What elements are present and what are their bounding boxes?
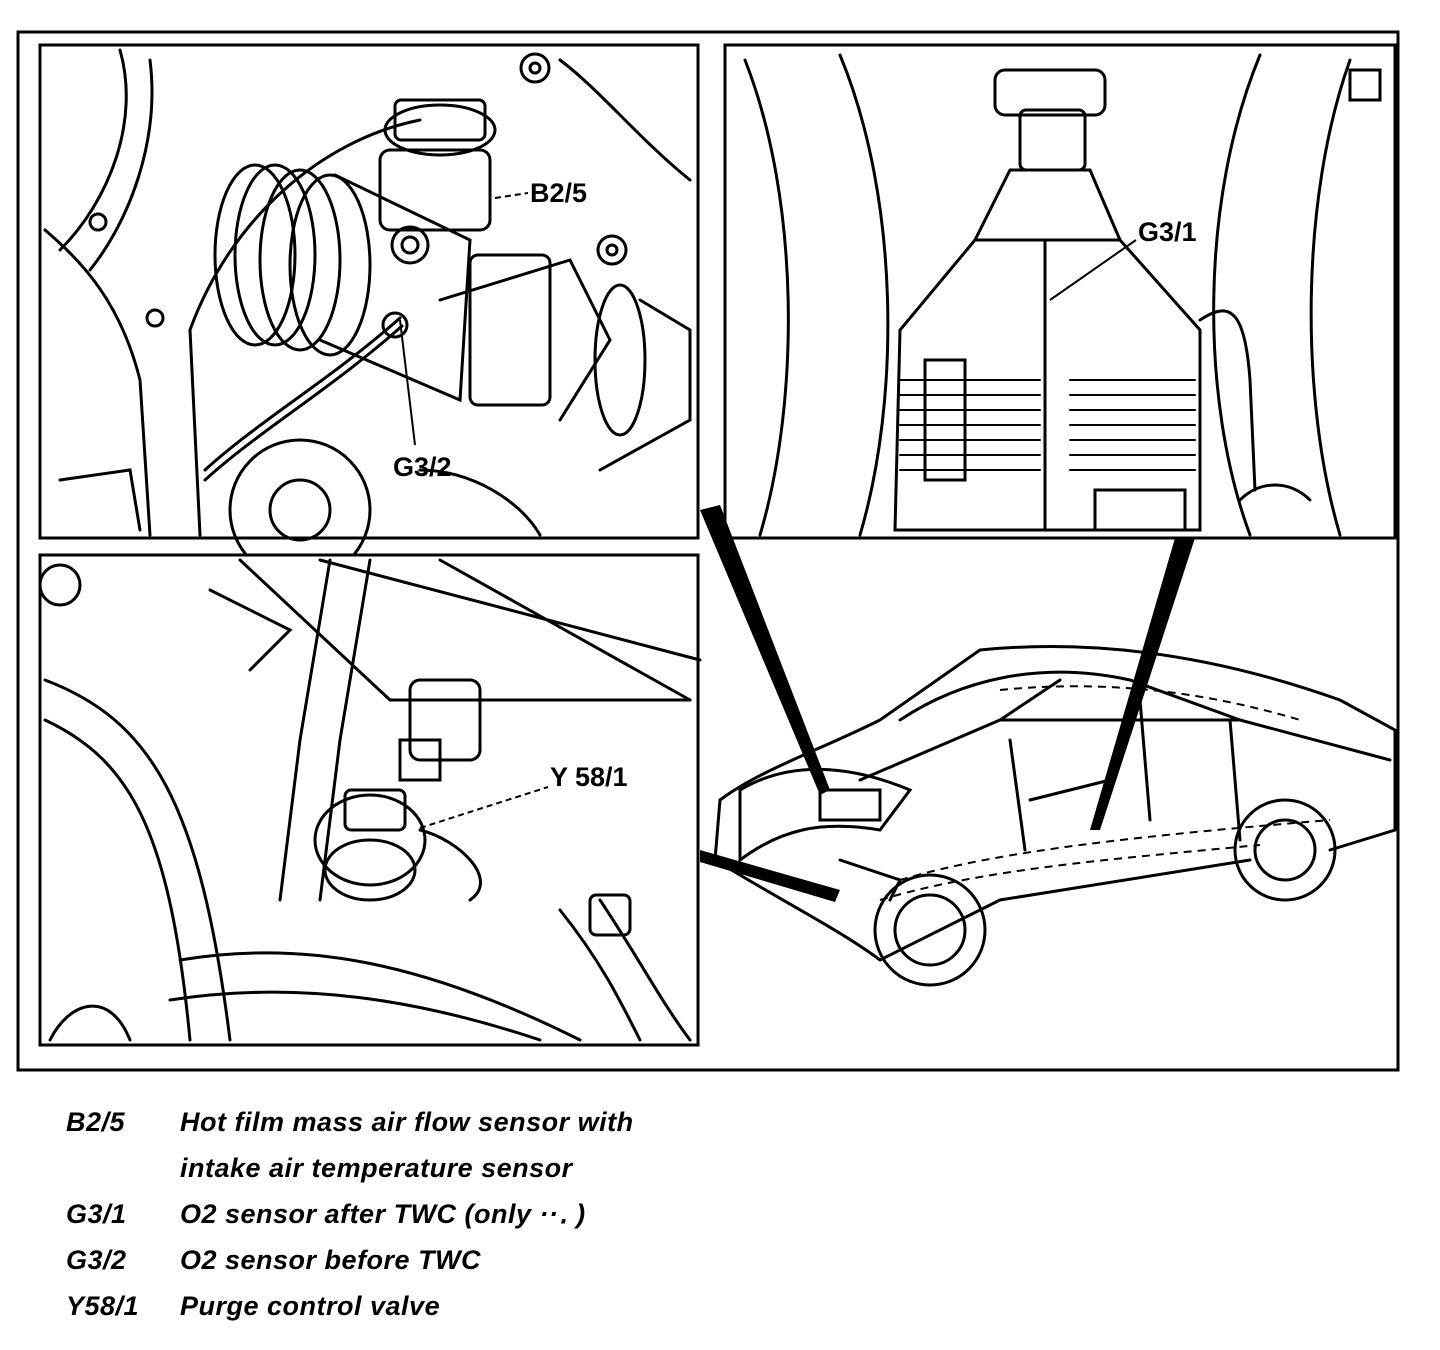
legend-row-g31: G3/1 O2 sensor after TWC (only ··․ )	[66, 1199, 966, 1246]
legend-description-line: Purge control valve	[180, 1291, 441, 1321]
legend-description: Purge control valve	[180, 1283, 440, 1329]
legend-code: G3/1	[66, 1199, 127, 1229]
legend-description-line: O2 sensor after TWC (only ··․ )	[180, 1199, 586, 1229]
callout-b25: B2/5	[530, 178, 587, 208]
legend-code: Y58/1	[66, 1291, 140, 1321]
outer-frame	[16, 30, 1400, 1072]
legend-description: Hot film mass air flow sensor with intak…	[180, 1099, 634, 1191]
panel-maf-sensor: B2/5 G3/2	[38, 43, 700, 582]
panel-catalytic-converter: G3/1	[723, 43, 1397, 540]
panel-purge-valve: Y 58/1	[38, 553, 702, 1047]
legend-description: O2 sensor before TWC	[180, 1237, 481, 1283]
legend-row-g32: G3/2 O2 sensor before TWC	[66, 1245, 966, 1292]
legend-description-line: intake air temperature sensor	[180, 1153, 573, 1183]
component-location-diagram: B2/5 G3/2	[16, 30, 1400, 1072]
car-overview	[700, 505, 1397, 987]
legend-description-line: Hot film mass air flow sensor with	[180, 1107, 634, 1137]
legend-code: B2/5	[66, 1107, 126, 1137]
legend-description: O2 sensor after TWC (only ··․ )	[180, 1191, 586, 1237]
legend-row-b25: B2/5 Hot film mass air flow sensor with …	[66, 1107, 966, 1200]
legend: B2/5 Hot film mass air flow sensor with …	[66, 1107, 966, 1338]
callout-g32: G3/2	[393, 452, 452, 482]
callout-g31: G3/1	[1138, 217, 1197, 247]
legend-row-y581: Y58/1 Purge control valve	[66, 1291, 966, 1338]
legend-description-line: O2 sensor before TWC	[180, 1245, 482, 1275]
callout-y581: Y 58/1	[550, 762, 628, 792]
legend-code: G3/2	[66, 1245, 127, 1275]
